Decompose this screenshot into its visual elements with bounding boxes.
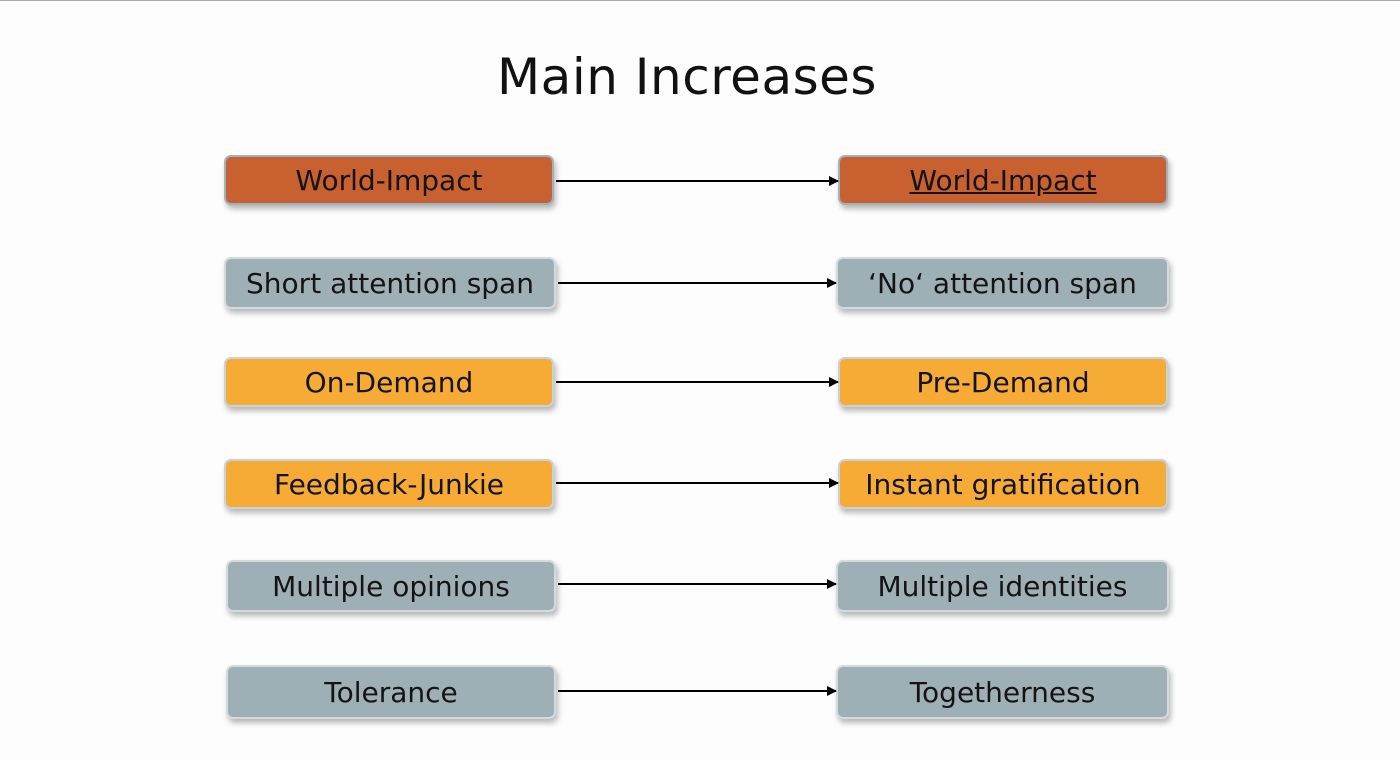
right-box-label: Instant gratification (865, 467, 1141, 501)
right-box-label: ‘No‘ attention span (868, 266, 1137, 300)
left-box-label: World-Impact (295, 163, 483, 197)
right-box-instant-gratification: Instant gratification (838, 459, 1168, 509)
left-box-label: Feedback-Junkie (274, 467, 504, 501)
left-box-short-attention-span: Short attention span (224, 257, 556, 309)
left-box-multiple-opinions: Multiple opinions (226, 560, 556, 612)
right-box-label: Pre-Demand (916, 365, 1090, 399)
right-box-label: Togetherness (909, 675, 1096, 709)
left-box-label: On-Demand (304, 365, 474, 399)
page-title: Main Increases (497, 48, 877, 106)
right-box-no-attention-span: ‘No‘ attention span (836, 257, 1169, 309)
top-border-line (0, 0, 1400, 1)
left-box-label: Short attention span (246, 266, 534, 300)
left-box-label: Tolerance (324, 675, 458, 709)
left-box-world-impact: World-Impact (224, 155, 554, 205)
right-box-label: Multiple identities (877, 569, 1128, 603)
right-box-togetherness: Togetherness (836, 665, 1169, 719)
right-box-pre-demand: Pre-Demand (838, 357, 1168, 407)
left-box-on-demand: On-Demand (224, 357, 554, 407)
left-box-label: Multiple opinions (272, 569, 510, 603)
right-box-world-impact: World-Impact (838, 155, 1168, 205)
right-box-label: World-Impact (909, 163, 1097, 197)
left-box-tolerance: Tolerance (226, 665, 556, 719)
right-box-multiple-identities: Multiple identities (836, 560, 1169, 612)
left-box-feedback-junkie: Feedback-Junkie (224, 459, 554, 509)
